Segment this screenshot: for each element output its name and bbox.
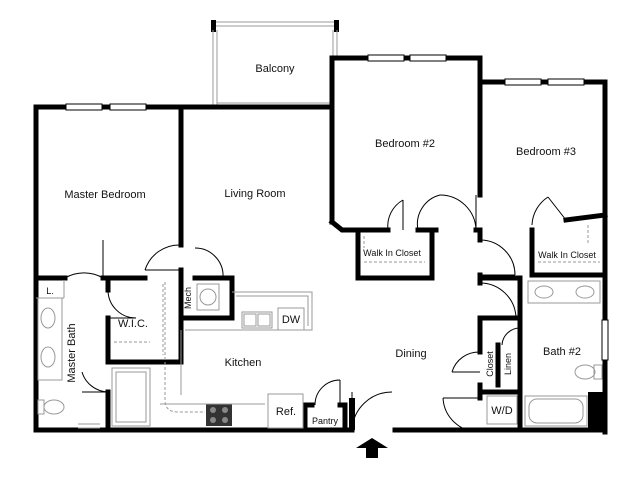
windows: [65, 54, 609, 361]
dw-label: DW: [282, 314, 301, 326]
bedroom2-label: Bedroom #2: [375, 138, 435, 150]
master-bath-label: Master Bath: [66, 323, 78, 382]
living-room-label: Living Room: [224, 188, 285, 200]
linen-label: Linen: [503, 353, 513, 375]
kitchen-label: Kitchen: [225, 357, 262, 369]
linen-l-label: L.: [46, 286, 54, 296]
balcony-area: [211, 20, 339, 105]
bedroom3-label: Bedroom #3: [516, 146, 576, 158]
wd-label: W/D: [491, 405, 512, 417]
dining-label: Dining: [395, 348, 426, 360]
ref-label: Ref.: [276, 406, 296, 418]
closet-label: Closet: [485, 351, 495, 377]
doors: [64, 194, 567, 433]
balcony-label: Balcony: [255, 63, 295, 75]
pantry-label: Pantry: [312, 416, 339, 426]
wic-label: W.I.C.: [118, 318, 148, 330]
fixtures: [36, 225, 603, 429]
entry-arrow-icon: [356, 438, 388, 458]
master-bedroom-label: Master Bedroom: [64, 189, 145, 201]
mech-label: Mech: [183, 287, 193, 309]
bath2-label: Bath #2: [543, 346, 581, 358]
walk-in-closet-2-label: Walk In Closet: [538, 250, 596, 260]
walk-in-closet-1-label: Walk In Closet: [363, 248, 421, 258]
interior-walls: [33, 79, 608, 433]
